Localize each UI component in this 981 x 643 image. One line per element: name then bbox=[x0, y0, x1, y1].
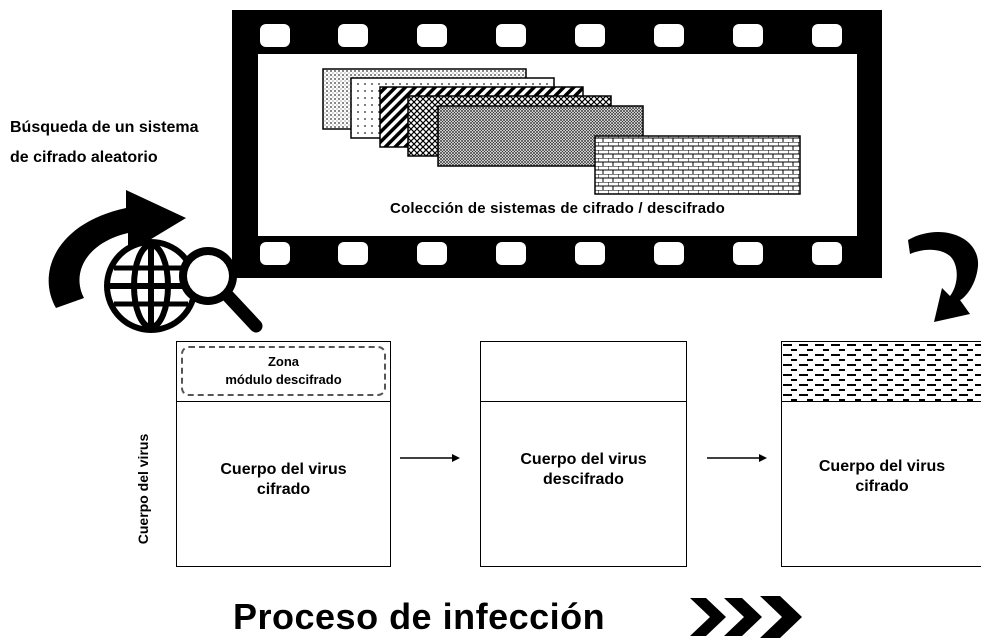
cipher-card-6 bbox=[594, 135, 801, 195]
virus-body-line2: cifrado bbox=[855, 478, 909, 495]
zone-line2: módulo descifrado bbox=[225, 372, 342, 387]
empty-module-zone bbox=[481, 342, 686, 402]
virus-body-line2: cifrado bbox=[256, 481, 311, 498]
globe-search-graphic bbox=[48, 190, 263, 333]
search-label-line2: de cifrado aleatorio bbox=[10, 149, 158, 166]
virus-body-line1: Cuerpo del virus bbox=[220, 461, 347, 478]
zone-line1: Zona bbox=[267, 354, 300, 369]
virus-body-text: Cuerpo del virus cifrado bbox=[782, 457, 981, 497]
film-caption: Colección de sistemas de cifrado / desci… bbox=[390, 200, 725, 217]
curved-arrow-icon bbox=[48, 190, 186, 308]
virus-box-decrypted: Cuerpo del virus descifrado bbox=[480, 341, 687, 567]
virus-box-encrypted: Zona módulo descifrado Cuerpo del virus … bbox=[176, 341, 391, 567]
cipher-pattern bbox=[782, 342, 981, 401]
new-cipher-zone bbox=[782, 342, 981, 402]
chevron-arrows-icon bbox=[690, 596, 802, 638]
process-title: Proceso de infección bbox=[233, 596, 606, 637]
globe-icon bbox=[104, 239, 198, 333]
zone-label: Zona módulo descifrado bbox=[181, 346, 386, 396]
virus-body-line1: Cuerpo del virus bbox=[520, 451, 647, 468]
virus-body-text: Cuerpo del virus descifrado bbox=[481, 450, 686, 490]
virus-body-label: Cuerpo del virus bbox=[135, 433, 151, 545]
search-label: Búsqueda de un sistema de cifrado aleato… bbox=[10, 113, 245, 173]
virus-body-text: Cuerpo del virus cifrado bbox=[177, 460, 390, 500]
magnifier-icon bbox=[179, 247, 263, 333]
film-strip: Colección de sistemas de cifrado / desci… bbox=[232, 10, 882, 278]
curved-arrow-icon bbox=[908, 232, 979, 322]
cipher-cards bbox=[322, 68, 801, 195]
virus-body-line1: Cuerpo del virus bbox=[818, 458, 946, 475]
arrow-right-icon bbox=[707, 454, 767, 462]
search-label-line1: Búsqueda de un sistema bbox=[10, 119, 199, 136]
virus-box-reencrypted: Cuerpo del virus cifrado bbox=[781, 341, 981, 567]
arrow-right-icon bbox=[400, 454, 460, 462]
virus-body-line2: descifrado bbox=[543, 471, 624, 488]
film-frame: Colección de sistemas de cifrado / desci… bbox=[258, 54, 857, 236]
decrypt-module-zone: Zona módulo descifrado bbox=[177, 342, 390, 402]
